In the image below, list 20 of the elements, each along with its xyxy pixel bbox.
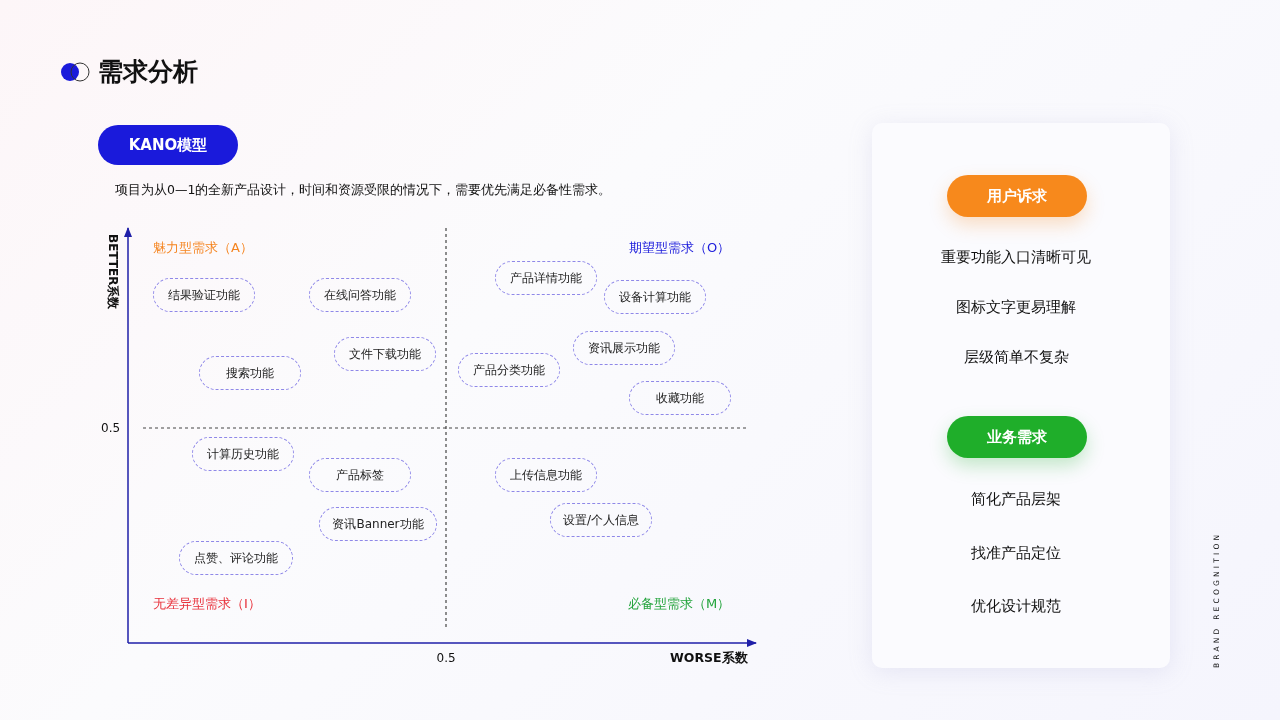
axis-label: WORSE系数: [670, 650, 748, 667]
quadrant-label: 无差异型需求（I）: [153, 595, 261, 613]
tick-label: 0.5: [436, 651, 456, 665]
card-background: [872, 123, 1170, 668]
tag-pill: KANO模型: [98, 125, 238, 165]
quadrant-label: 魅力型需求（A）: [153, 239, 253, 257]
heading-pill: 业务需求: [947, 416, 1087, 458]
item-text: 找准产品定位: [971, 544, 1061, 563]
tick-label: 0.5: [101, 421, 121, 435]
item-text: 图标文字更易理解: [956, 298, 1076, 317]
description-text: 项目为从0—1的全新产品设计，时间和资源受限的情况下，需要优先满足必备性需求。: [115, 182, 612, 199]
item-text: 重要功能入口清晰可见: [941, 248, 1091, 267]
axis-label: BETTER系数: [105, 234, 120, 310]
page-title: 需求分析: [98, 56, 198, 88]
quadrant-label: 必备型需求（M）: [628, 595, 731, 613]
item-text: 层级简单不复杂: [963, 348, 1069, 367]
quadrant-label: 期望型需求（O）: [629, 239, 731, 257]
item-text: 简化产品层架: [971, 490, 1061, 509]
heading-pill: 用户诉求: [947, 175, 1087, 217]
item-text: 优化设计规范: [971, 597, 1061, 616]
